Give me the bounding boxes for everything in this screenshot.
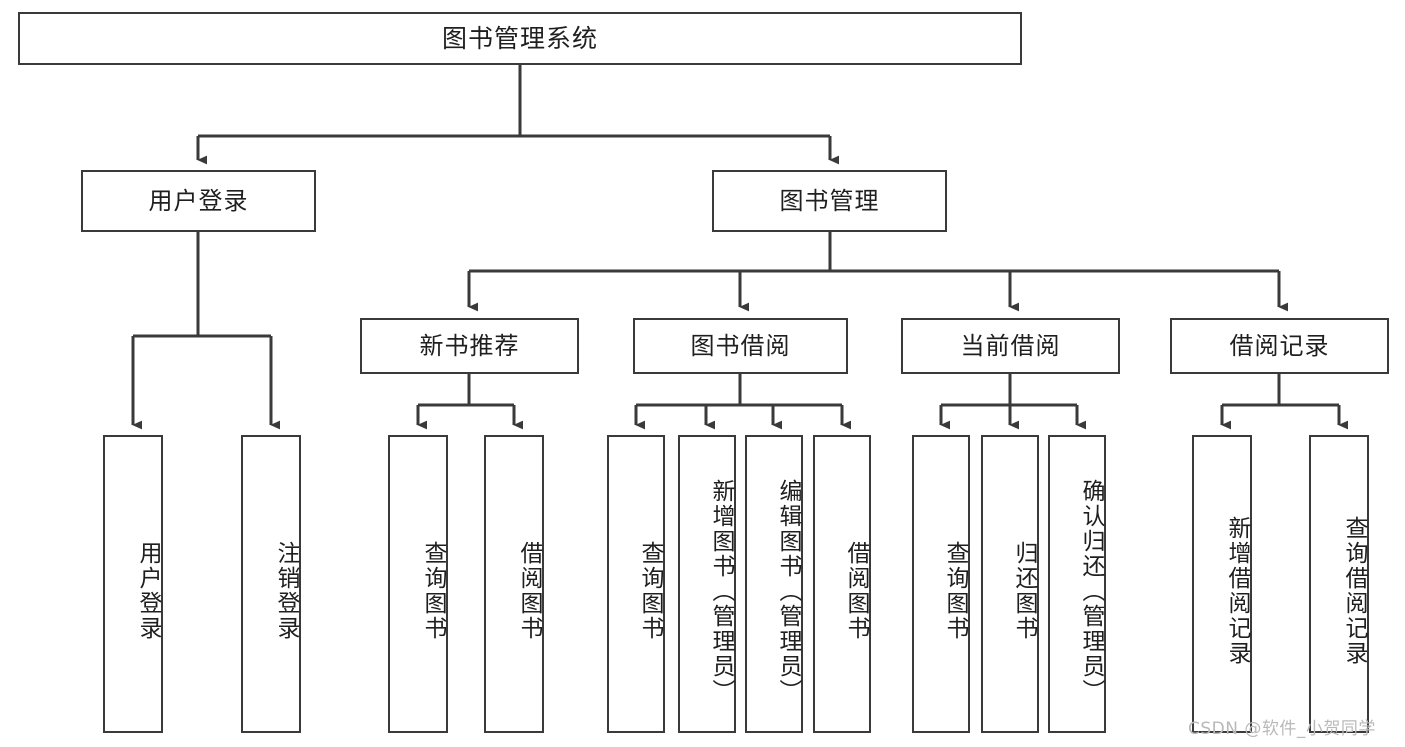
leaf-borrow-book-2[interactable]: 借阅图书: [813, 435, 871, 733]
leaf-logout-login[interactable]: 注销登录: [241, 435, 301, 733]
leaf-confirm-return[interactable]: 确认归还（管理员）: [1048, 435, 1106, 733]
node-label: 注销登录: [273, 541, 299, 641]
csdn-watermark: CSDN @软件_小贺同学: [1188, 719, 1376, 739]
node-label: 确认归还（管理员）: [1078, 478, 1104, 704]
node-label: 编辑图书（管理员）: [775, 478, 801, 704]
node-label: 新增图书（管理员）: [708, 478, 734, 704]
node-label: 当前借阅: [960, 331, 1061, 360]
node-label: 借阅记录: [1229, 331, 1330, 360]
node-label: 用户登录: [148, 186, 249, 215]
node-label: 借阅图书: [516, 541, 542, 641]
node-book-management-system[interactable]: 图书管理系统: [18, 12, 1022, 65]
leaf-add-record[interactable]: 新增借阅记录: [1192, 435, 1252, 733]
node-label: 查询图书: [420, 541, 446, 641]
leaf-return-book[interactable]: 归还图书: [981, 435, 1039, 733]
leaf-query-book-2[interactable]: 查询图书: [607, 435, 665, 733]
node-user-login[interactable]: 用户登录: [81, 170, 316, 232]
leaf-query-record[interactable]: 查询借阅记录: [1309, 435, 1369, 733]
node-book-borrow[interactable]: 图书借阅: [633, 318, 848, 374]
leaf-query-book-3[interactable]: 查询图书: [912, 435, 970, 733]
node-current-borrow[interactable]: 当前借阅: [901, 318, 1120, 374]
leaf-query-book-1[interactable]: 查询图书: [388, 435, 448, 733]
node-book-management[interactable]: 图书管理: [712, 170, 947, 232]
node-label: 新增借阅记录: [1224, 516, 1250, 666]
node-label: 图书借阅: [690, 331, 791, 360]
node-label: 用户登录: [135, 541, 161, 641]
leaf-borrow-book-1[interactable]: 借阅图书: [484, 435, 544, 733]
node-label: 图书管理系统: [441, 23, 598, 53]
node-label: 借阅图书: [843, 541, 869, 641]
node-label: 查询借阅记录: [1341, 516, 1367, 666]
leaf-edit-book[interactable]: 编辑图书（管理员）: [745, 435, 803, 733]
node-label: 查询图书: [942, 541, 968, 641]
node-label: 归还图书: [1011, 541, 1037, 641]
node-borrow-record[interactable]: 借阅记录: [1170, 318, 1389, 374]
leaf-user-login[interactable]: 用户登录: [103, 435, 163, 733]
node-label: 查询图书: [637, 541, 663, 641]
node-new-book-recommend[interactable]: 新书推荐: [360, 318, 579, 374]
leaf-add-book[interactable]: 新增图书（管理员）: [678, 435, 736, 733]
node-label: 图书管理: [779, 186, 880, 215]
node-label: 新书推荐: [419, 331, 520, 360]
